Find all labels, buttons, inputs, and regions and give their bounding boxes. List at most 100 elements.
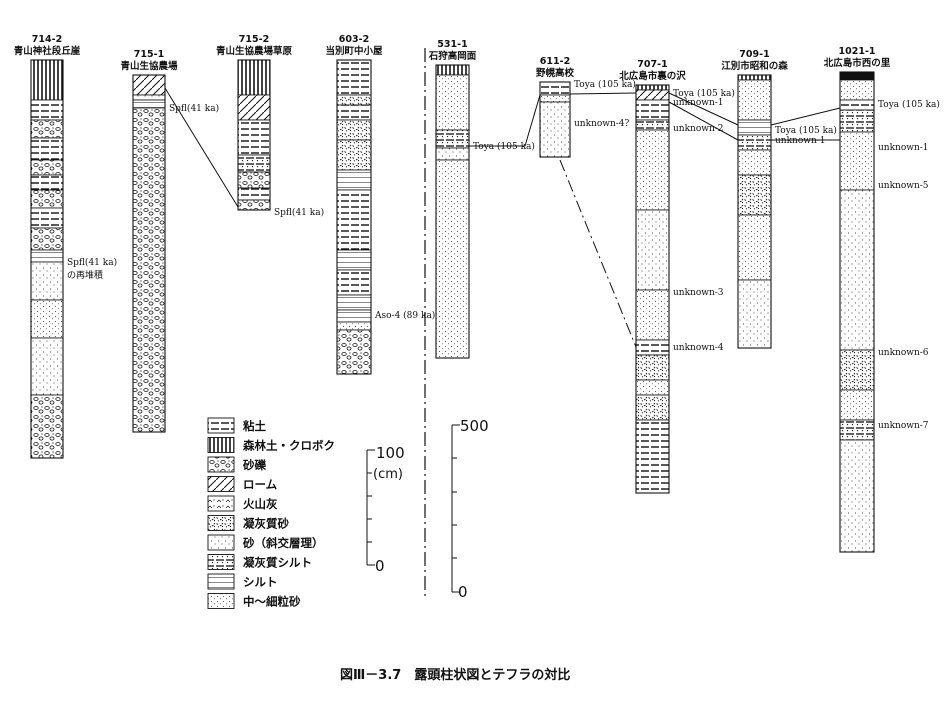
layer-tuffsand — [635, 354, 670, 381]
unknown4-correlation-line — [559, 159, 637, 348]
layer-tuffsand — [839, 349, 875, 391]
column-outline — [839, 71, 875, 553]
layer-medsand — [30, 299, 64, 339]
tephra-label: Toya (105 ka) — [775, 125, 837, 136]
layer-tuffsand — [737, 174, 772, 216]
column-name: 青山神社段丘崖 — [14, 45, 81, 57]
layer-clay — [30, 174, 64, 191]
legend-swatch — [207, 515, 235, 531]
legend-swatch — [207, 554, 235, 570]
layer-gravel — [237, 171, 271, 189]
layer-clay — [336, 189, 372, 251]
figure-caption: 図Ⅲ－3.7 露頭柱状図とテフラの対比 — [340, 668, 571, 683]
legend-label: ローム — [243, 478, 278, 492]
layer-tuffsand — [336, 94, 372, 106]
column-id: 709-1 — [739, 49, 769, 60]
layer-sand — [737, 279, 772, 349]
toya-correlation-line-b — [569, 92, 637, 95]
layer-sand — [435, 147, 470, 161]
layer-sand — [839, 439, 875, 553]
layer-clay — [336, 59, 372, 96]
legend-swatch — [207, 593, 235, 609]
layer-clay — [237, 119, 271, 156]
column-name: 青山生協農場 — [120, 60, 178, 72]
layer-tuffsand — [336, 119, 372, 141]
layer-silt — [336, 294, 372, 311]
layer-tuffsand — [635, 394, 670, 421]
tephra-label: Toya (105 ka) — [574, 79, 636, 90]
column-id: 715-2 — [239, 34, 269, 45]
legend-label: 粘土 — [243, 419, 266, 433]
legend-label: 凝灰質シルト — [243, 556, 312, 570]
column-id: 531-1 — [437, 39, 467, 50]
layer-sand — [539, 101, 571, 158]
unknown1-correlation-line-a — [668, 101, 739, 141]
scale-large-bottom-label: 0 — [458, 583, 468, 601]
layer-gravel — [30, 394, 64, 459]
layer-sand — [132, 94, 166, 101]
legend-item-sand: 砂（斜交層理） — [207, 534, 324, 551]
layer-gravel — [30, 227, 64, 251]
layer-loam — [635, 89, 670, 101]
column-outline — [539, 81, 571, 158]
column-id: 714-2 — [32, 34, 62, 45]
layer-gravel — [336, 329, 372, 375]
legend-label: 中～細粒砂 — [243, 595, 301, 609]
layer-clay — [635, 99, 670, 121]
layer-black — [839, 71, 875, 81]
legend-swatch — [207, 495, 235, 512]
legend-item-loam: ローム — [207, 476, 278, 492]
column-name: 青山生協農場草原 — [216, 45, 293, 57]
toya-correlation-line-a — [469, 94, 541, 147]
column-outline — [132, 74, 166, 433]
layer-silt — [30, 249, 64, 263]
layer-loam — [132, 74, 166, 96]
layer-medsand — [435, 74, 470, 131]
column-outline — [635, 84, 670, 494]
tephra-label: unknown-1 — [878, 143, 929, 153]
layer-sand — [30, 261, 64, 301]
layer-silt — [132, 99, 166, 109]
tephra-label: unknown-3 — [673, 288, 724, 298]
toya-correlation-line-d — [770, 107, 841, 126]
layer-kuro — [237, 59, 271, 96]
legend-item-gravel: 砂礫 — [207, 456, 266, 473]
legend-item-tuffsilt: 凝灰質シルト — [207, 554, 312, 570]
layer-sand — [30, 337, 64, 396]
legend-label: 火山灰 — [243, 497, 278, 511]
legend-swatch — [207, 476, 235, 492]
legend-swatch — [207, 417, 235, 434]
layer-medsand — [635, 289, 670, 341]
layer-tuffsilt — [839, 419, 875, 441]
layer-clay — [336, 104, 372, 121]
column-id: 1021-1 — [839, 46, 876, 57]
layer-medsand — [435, 159, 470, 359]
layer-kuro — [635, 84, 670, 91]
layer-sand — [635, 209, 670, 291]
layer-kuro — [737, 74, 772, 81]
layer-sand — [839, 189, 875, 351]
legend-label: 凝灰質砂 — [243, 517, 289, 531]
layer-medsand — [635, 379, 670, 396]
column-id: 707-1 — [637, 59, 667, 70]
tephra-label: Spfl(41 ka) — [274, 207, 324, 218]
layer-gravel — [30, 159, 64, 176]
column-name: 当別町中小屋 — [325, 45, 383, 57]
legend-label: シルト — [243, 575, 278, 589]
column-name: 石狩高岡面 — [428, 50, 477, 62]
layer-clay — [237, 187, 271, 201]
tephra-label: の再堆積 — [67, 269, 103, 281]
layer-clay — [30, 137, 64, 161]
layer-tuffsilt — [435, 129, 470, 149]
column-name: 野幌高校 — [536, 67, 575, 79]
legend-item-silt: シルト — [207, 573, 278, 590]
layer-silt — [336, 309, 372, 323]
column-outline — [435, 64, 470, 359]
